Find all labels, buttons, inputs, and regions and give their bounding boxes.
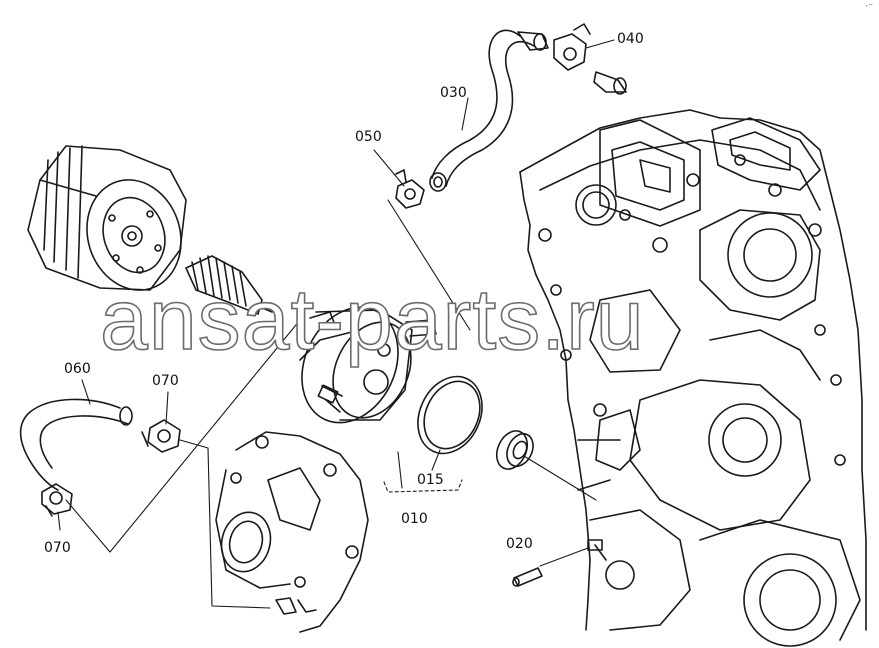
oil-filter-drawing <box>27 145 187 291</box>
leader-lines <box>57 39 615 609</box>
hose-030-drawing <box>429 29 549 192</box>
fitting-040-drawing <box>553 23 627 95</box>
callout-070-upper: 070 <box>152 373 179 389</box>
hose-060-drawing <box>19 398 133 491</box>
dowel-pin-drawing <box>512 567 543 587</box>
callout-010: 010 <box>401 511 428 527</box>
clamp-050-drawing <box>395 169 425 209</box>
corner-mark: ·⁻ <box>865 2 873 12</box>
callout-070-lower: 070 <box>44 540 71 556</box>
seal-ring-drawing <box>495 430 534 470</box>
clamp-070-lower-drawing <box>41 483 73 517</box>
o-ring-drawing <box>417 375 483 455</box>
callout-020: 020 <box>506 536 533 552</box>
callout-040: 040 <box>617 31 644 47</box>
callout-030: 030 <box>440 85 467 101</box>
callout-015: 015 <box>417 472 444 488</box>
oil-cooler-drawing <box>299 306 437 424</box>
threaded-adapter-drawing <box>185 255 273 315</box>
water-pump-drawing <box>215 431 369 633</box>
clamp-070-upper-drawing <box>141 419 181 453</box>
engine-block-drawing <box>519 109 867 647</box>
callout-050: 050 <box>355 129 382 145</box>
callout-060: 060 <box>64 361 91 377</box>
